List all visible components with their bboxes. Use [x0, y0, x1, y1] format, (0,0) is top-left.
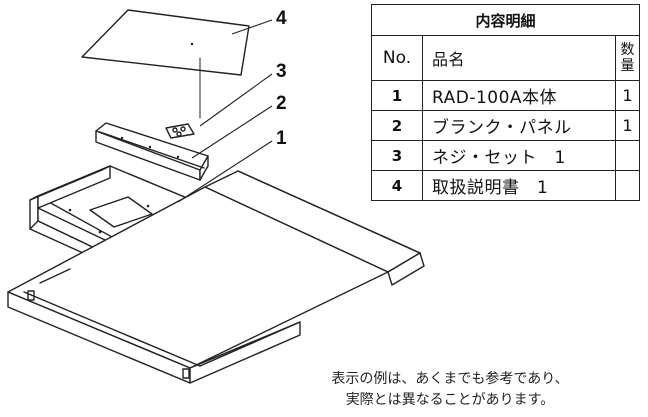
row-no: 3 — [371, 140, 423, 171]
disclaimer-line-2: 実際とは異なることがあります。 — [345, 392, 555, 408]
row-name: RAD-100A本体 — [422, 80, 616, 111]
row-name: ブランク・パネル — [422, 110, 616, 141]
callout-1: 1 — [276, 128, 287, 149]
row-no: 1 — [371, 80, 423, 111]
table-row: 2 ブランク・パネル 1 — [371, 110, 640, 141]
callout-4: 4 — [276, 8, 287, 29]
row-no: 2 — [371, 110, 423, 141]
header-qty: 数量 — [615, 35, 640, 81]
row-qty — [615, 170, 640, 201]
header-name: 品名 — [422, 35, 616, 81]
callout-2: 2 — [276, 93, 287, 114]
table-row: 3 ネジ・セット 1 — [371, 140, 640, 171]
disclaimer-line-1: 表示の例は、あくまでも参考であり、 — [331, 371, 569, 387]
callout-3: 3 — [276, 61, 287, 82]
row-name: ネジ・セット 1 — [422, 140, 616, 171]
header-no: No. — [371, 35, 423, 81]
table-row: 1 RAD-100A本体 1 — [371, 80, 640, 111]
row-name: 取扱説明書 1 — [422, 170, 616, 201]
table-row: 4 取扱説明書 1 — [371, 170, 640, 201]
disclaimer-note: 表示の例は、あくまでも参考であり、 実際とは異なることがあります。 — [280, 369, 620, 411]
row-no: 4 — [371, 170, 423, 201]
parts-table-title: 内容明細 — [371, 4, 640, 36]
screw-set — [165, 123, 195, 139]
parts-table: 内容明細 No. 品名 数量 1 RAD-100A本体 1 2 ブランク・パネル… — [371, 4, 640, 201]
row-qty — [615, 140, 640, 171]
row-qty: 1 — [615, 80, 640, 111]
manual-sheet — [81, 9, 250, 76]
row-qty: 1 — [615, 110, 640, 141]
